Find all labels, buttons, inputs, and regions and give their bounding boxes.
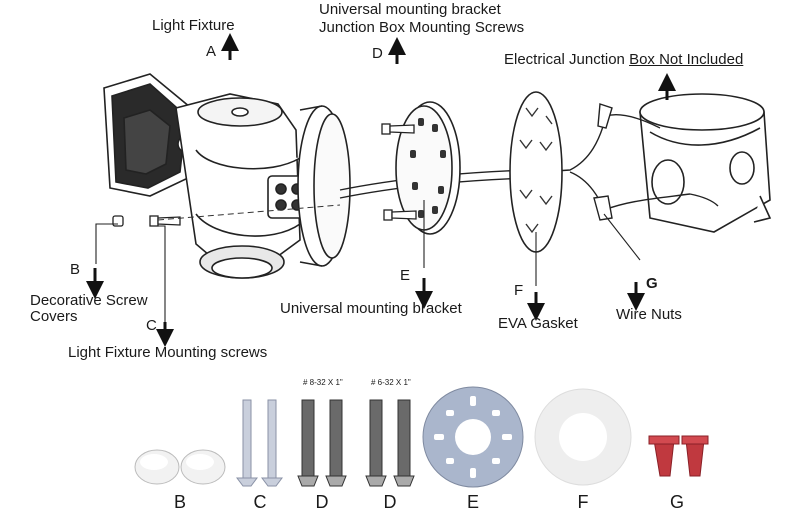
part-label-c: C [253, 492, 267, 512]
screw-spec-8-32: # 8-32 X 1" [303, 378, 343, 387]
junction-screw-d-upper [381, 123, 415, 135]
callout-letter-f: F [514, 282, 524, 299]
part-d-screws-6-32 [365, 399, 415, 487]
junction-box-label-part2: Box Not Included [629, 51, 744, 68]
junction-screw-d-lower [383, 209, 417, 221]
callout-letter-c: C [146, 317, 157, 334]
callout-letter-b: B [70, 261, 81, 278]
callout-letter-a: A [206, 43, 217, 60]
universal-bracket-label: Universal mounting bracket [280, 300, 462, 317]
wire-nut-upper-illustration [597, 103, 613, 129]
wire-nuts-label: Wire Nuts [616, 306, 682, 323]
cable-illustration [339, 115, 607, 211]
part-label-d-first: D [315, 492, 329, 512]
callout-letter-g: G [646, 275, 658, 292]
part-label-g: G [669, 492, 684, 512]
eva-gasket-label: EVA Gasket [498, 315, 578, 332]
screw-axis-line [157, 204, 341, 221]
part-g-wire-nuts [648, 435, 709, 477]
bracket-screws-label-line1: Universal mounting bracket [319, 1, 501, 18]
light-fixture-illustration [103, 73, 351, 279]
junction-box-label-part1: Electrical Junction [504, 51, 630, 68]
part-label-b: B [173, 492, 186, 512]
eva-gasket-illustration [509, 91, 563, 253]
part-d-screws-8-32 [297, 399, 347, 487]
callout-letter-d: D [372, 45, 383, 62]
part-b-screw-covers [134, 449, 226, 485]
callout-arrows [86, 33, 676, 347]
wire-nut-lower-illustration [593, 195, 613, 221]
part-e-mounting-bracket [422, 386, 524, 488]
screw-covers-label-line2: Covers [30, 308, 78, 325]
universal-mounting-bracket-illustration [395, 101, 461, 235]
screw-covers-label-line1: Decorative Screw [30, 292, 148, 309]
part-label-d-second: D [383, 492, 397, 512]
mounting-screws-label: Light Fixture Mounting screws [68, 344, 268, 361]
part-label-f: F [577, 492, 589, 512]
part-c-mounting-screws [236, 399, 283, 487]
callout-letter-e: E [400, 267, 411, 284]
bracket-screws-label-line2: Junction Box Mounting Screws [319, 19, 525, 36]
mounting-screw-c-small [149, 215, 181, 227]
part-f-eva-gasket [534, 388, 632, 486]
junction-box-illustration [639, 93, 772, 233]
junction-box-label: Electrical Junction Box Not Included [504, 52, 743, 68]
light-fixture-label: Light Fixture [152, 17, 235, 34]
part-label-e: E [466, 492, 479, 512]
screw-spec-6-32: # 6-32 X 1" [371, 378, 411, 387]
leader-lines [95, 200, 641, 322]
